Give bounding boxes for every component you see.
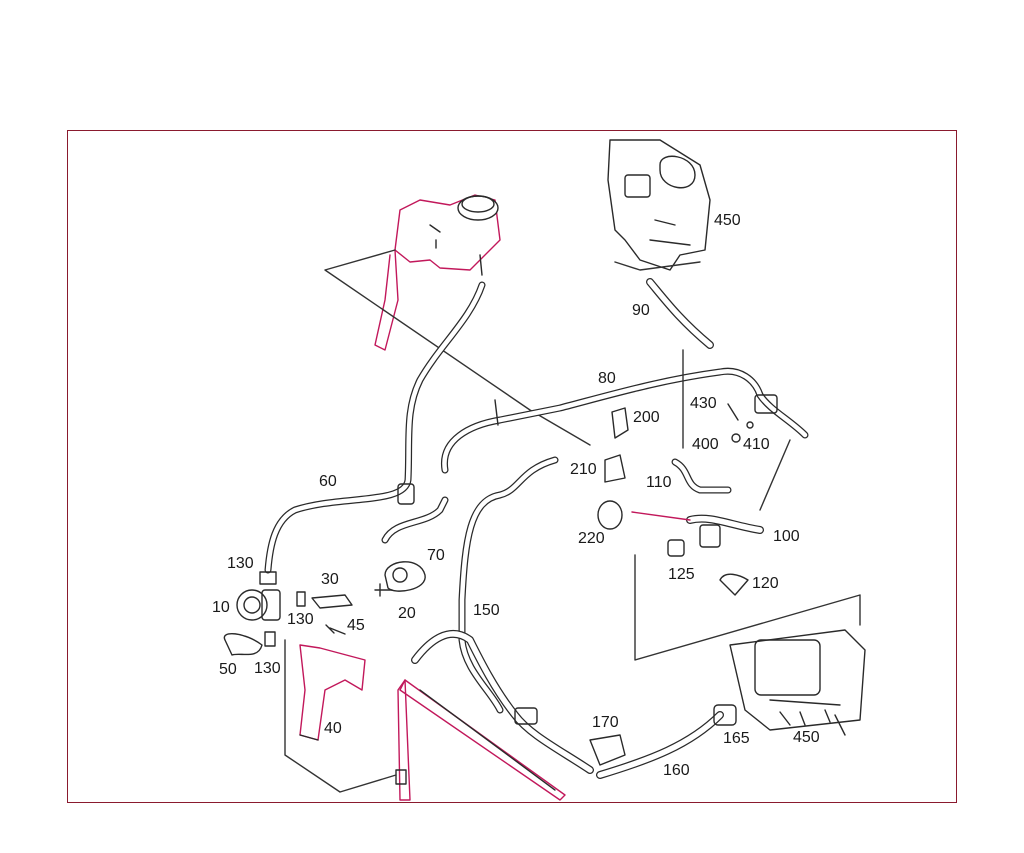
control-unit-top — [607, 139, 711, 271]
bracket-170 — [589, 734, 626, 766]
label-220: 220 — [578, 530, 605, 547]
label-400: 400 — [692, 436, 719, 453]
label-30: 30 — [321, 571, 339, 588]
clip-125 — [667, 539, 685, 557]
part-400-icon — [731, 433, 741, 443]
hose-110 — [671, 458, 732, 494]
hose-120 — [719, 573, 749, 596]
clip-130b — [264, 631, 276, 647]
label-10: 10 — [212, 599, 230, 616]
bracket-210 — [604, 454, 626, 483]
label-45: 45 — [347, 617, 365, 634]
control-unit-bottom — [729, 629, 866, 736]
part-430-icon — [727, 403, 739, 421]
hose-160 — [596, 704, 737, 779]
label-20: 20 — [398, 605, 416, 622]
clip-130a — [296, 591, 306, 607]
label-450-bottom: 450 — [793, 729, 820, 746]
label-160: 160 — [663, 762, 690, 779]
label-90: 90 — [632, 302, 650, 319]
label-80: 80 — [598, 370, 616, 387]
hose-50 — [223, 633, 263, 656]
label-50: 50 — [219, 661, 237, 678]
label-170: 170 — [592, 714, 619, 731]
hose-90 — [646, 278, 714, 449]
label-130b: 130 — [287, 611, 314, 628]
pump-10 — [236, 571, 281, 621]
label-430: 430 — [690, 395, 717, 412]
hose-150 — [411, 456, 594, 774]
radiator — [395, 679, 566, 801]
expansion-tank — [374, 194, 501, 351]
label-100: 100 — [773, 528, 800, 545]
grommet-220 — [597, 500, 691, 530]
label-60: 60 — [319, 473, 337, 490]
label-410: 410 — [743, 436, 770, 453]
hose-30 — [311, 594, 353, 609]
label-150: 150 — [473, 602, 500, 619]
label-125: 125 — [668, 566, 695, 583]
bracket-40 — [299, 644, 366, 741]
label-165: 165 — [723, 730, 750, 747]
hose-70 — [381, 496, 449, 544]
label-70: 70 — [427, 547, 445, 564]
label-130a: 130 — [227, 555, 254, 572]
label-200: 200 — [633, 409, 660, 426]
pump-20 — [374, 561, 426, 597]
hose-100 — [686, 439, 791, 548]
bolt-45-icon — [325, 624, 346, 635]
label-120: 120 — [752, 575, 779, 592]
pipe-80 — [441, 367, 809, 474]
part-410-icon — [746, 421, 754, 429]
label-110: 110 — [646, 474, 672, 491]
diagram-frame — [67, 130, 957, 803]
label-450-top: 450 — [714, 212, 741, 229]
hose-60 — [264, 281, 486, 574]
label-40: 40 — [324, 720, 342, 737]
bracket-200 — [611, 407, 629, 439]
label-130c: 130 — [254, 660, 281, 677]
label-210: 210 — [570, 461, 597, 478]
